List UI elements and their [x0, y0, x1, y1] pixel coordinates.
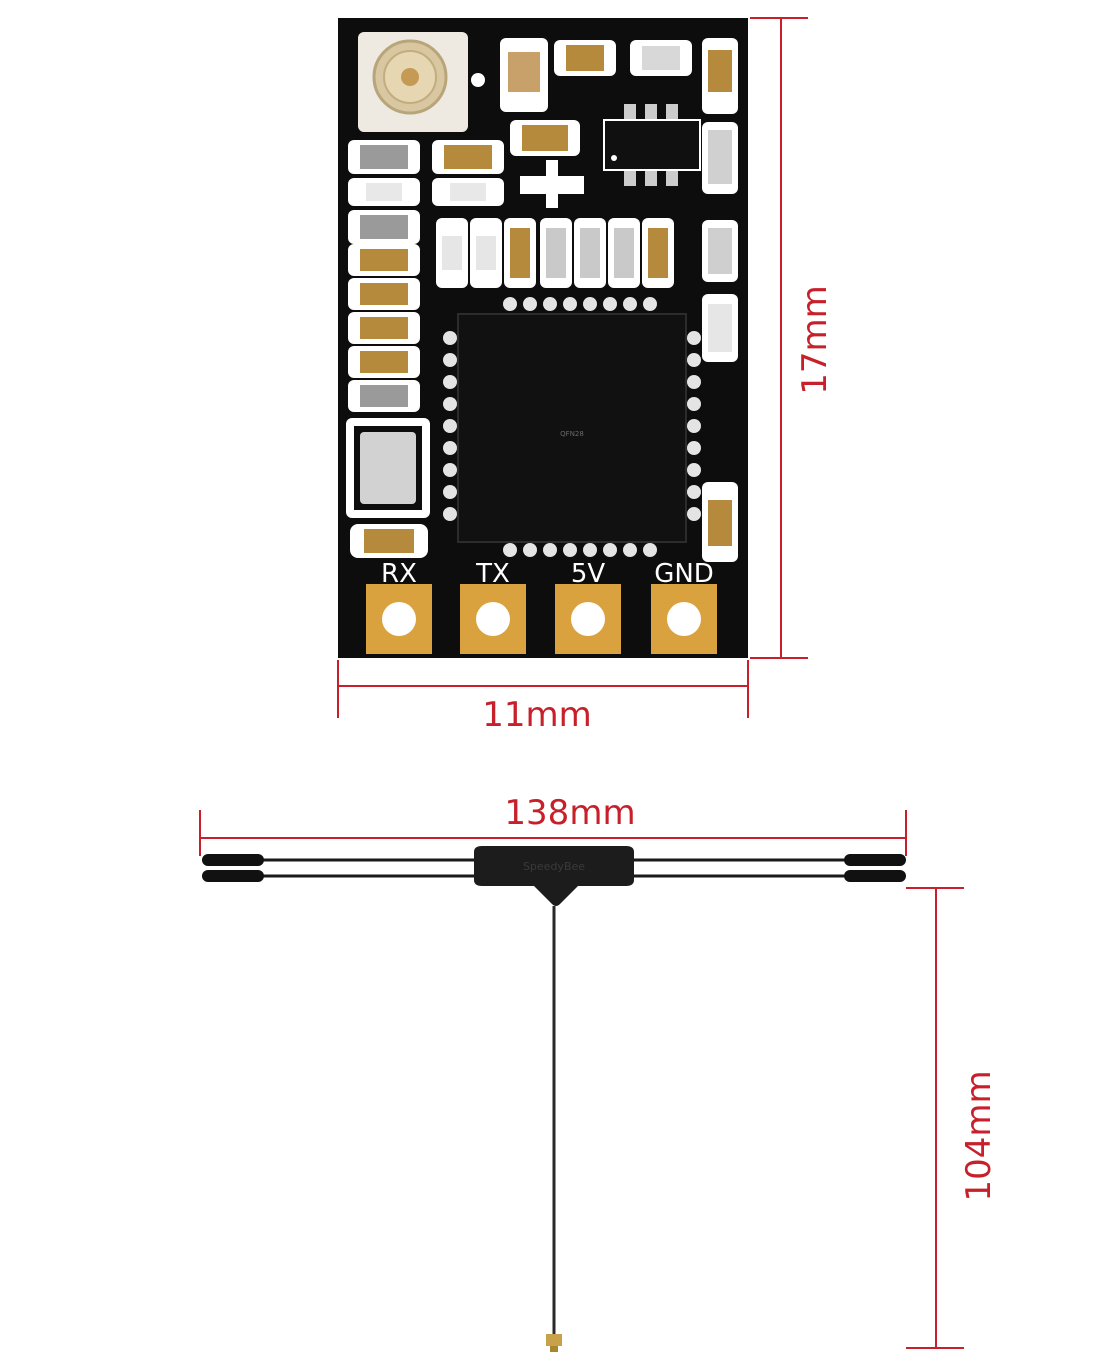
antenna-span-dimension: 138mm [199, 793, 907, 856]
qfn-pads [443, 297, 701, 557]
antenna-cable-label: 104mm [959, 1070, 999, 1201]
board-height-label: 17mm [795, 285, 835, 395]
antenna-hub [474, 846, 634, 906]
top-passives [500, 38, 738, 194]
board-width-label: 11mm [482, 695, 592, 735]
antenna-cable-dimension: 104mm [906, 887, 999, 1349]
ufl-plug [546, 1334, 562, 1346]
board-width-dimension: 11mm [337, 660, 749, 735]
vertical-passives [436, 218, 738, 362]
pin-pad-gnd [651, 584, 717, 654]
antenna-tip-right-top [844, 854, 906, 866]
qfn-chip: QFN28 [457, 313, 687, 543]
regulator-ic [603, 104, 701, 186]
receiver-board: QFN28 RX TX 5V GND [338, 18, 748, 658]
crystal [346, 418, 430, 518]
ufl-connector [358, 32, 485, 132]
antenna-tip-left-top [202, 854, 264, 866]
antenna-tip-left-bottom [202, 870, 264, 882]
pin-pad-rx [366, 584, 432, 654]
antenna-tip-right-bottom [844, 870, 906, 882]
antenna-brand-marking: SpeedyBee [523, 860, 585, 873]
pin-pad-tx [460, 584, 526, 654]
t-antenna: SpeedyBee [202, 846, 906, 1352]
board-height-dimension: 17mm [750, 17, 835, 659]
pin-pad-5v [555, 584, 621, 654]
chip-marking: QFN28 [560, 430, 584, 438]
left-passives [348, 140, 584, 412]
antenna-span-label: 138mm [504, 793, 635, 833]
